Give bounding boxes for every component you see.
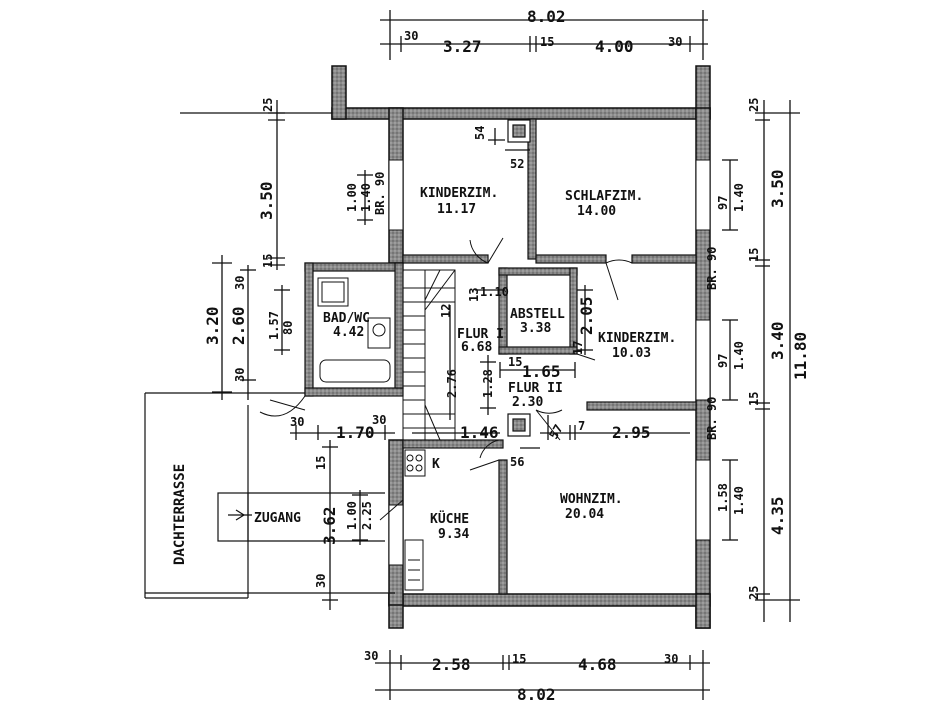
- dim-right-wall2: 15: [747, 392, 761, 406]
- dim-int-30a: 30: [290, 415, 304, 429]
- dim-int-54: 54: [473, 126, 487, 140]
- room-kinderzimmer-2-area: 10.03: [612, 346, 651, 361]
- dim-bottom-total: 8.02: [517, 685, 556, 704]
- dim-top-left-wall: 30: [404, 29, 418, 43]
- dim-left-320: 3.20: [203, 306, 222, 345]
- dim-int-57: 57: [546, 422, 565, 442]
- dim-right-win1-p: 97: [716, 196, 730, 210]
- dim-int-7: 7: [578, 419, 585, 433]
- dim-top-seg1: 3.27: [443, 37, 482, 56]
- room-kinderzimmer-1-area: 11.17: [437, 202, 476, 217]
- dim-right-br1: BR. 90: [705, 247, 719, 290]
- room-flur-2-name: FLUR II: [508, 381, 563, 396]
- dim-right-win3-h: 1.40: [732, 486, 746, 515]
- room-schlafzimmer-area: 14.00: [577, 204, 616, 219]
- dim-left-wall1: 15: [261, 254, 275, 268]
- dim-int-52: 52: [510, 157, 524, 171]
- dimension-lines: [212, 10, 800, 700]
- dim-right-br2: BR. 90: [705, 397, 719, 440]
- room-kueche-name: KÜCHE: [430, 511, 469, 527]
- room-wohnzimmer-area: 20.04: [565, 507, 604, 522]
- room-abstell-name: ABSTELL: [510, 307, 565, 322]
- dim-right-total: 11.80: [791, 332, 810, 380]
- room-kueche-area: 9.34: [438, 527, 469, 542]
- dim-right-seg2: 3.40: [768, 321, 787, 360]
- dim-top-mid-wall: 15: [540, 35, 554, 49]
- room-labels: KINDERZIM. 11.17 SCHLAFZIM. 14.00 BAD/WC…: [172, 186, 676, 565]
- doors: [259, 237, 633, 521]
- room-kinderzimmer-2-name: KINDERZIM.: [598, 331, 676, 346]
- dim-bottom-right-wall: 30: [664, 652, 678, 666]
- room-bad-wc-area: 4.42: [333, 325, 364, 340]
- room-abstell-area: 3.38: [520, 321, 551, 336]
- room-flur-1-area: 6.68: [461, 340, 492, 355]
- room-schlafzimmer-name: SCHLAFZIM.: [565, 189, 643, 204]
- room-wohnzimmer-name: WOHNZIM.: [560, 492, 623, 507]
- dim-right-win2-h: 1.40: [732, 341, 746, 370]
- bath-fixtures: [317, 277, 391, 383]
- dim-left-wall-15c: 15: [314, 456, 328, 470]
- dim-left-seg1: 3.50: [257, 181, 276, 220]
- room-flur-1-name: FLUR I: [457, 327, 504, 342]
- dim-right-win2-p: 97: [716, 354, 730, 368]
- dim-right-bottom-wall: 25: [747, 586, 761, 600]
- room-flur-2-area: 2.30: [512, 395, 543, 410]
- dim-left-362: 3.62: [320, 506, 339, 545]
- windows: [388, 159, 711, 566]
- dim-right-win3-p: 1.58: [716, 483, 730, 512]
- interior-walls: [304, 118, 697, 595]
- dim-int-205: 2.05: [577, 296, 596, 335]
- dachterrasse-label: DACHTERRASSE: [172, 464, 188, 565]
- dim-left-260: 2.60: [229, 306, 248, 345]
- kitchen-k-label: K: [432, 457, 440, 472]
- dimension-texts: 8.02 30 3.27 15 4.00 30 30 2.58 15 4.68 …: [203, 7, 810, 704]
- dim-kinder-window-br: BR. 90: [373, 172, 387, 215]
- staircase: [402, 269, 456, 441]
- dim-right-top-wall: 25: [747, 98, 761, 112]
- dim-bottom-left-wall: 30: [364, 649, 378, 663]
- dim-int-128: 1.28: [481, 369, 495, 398]
- dim-top-total: 8.02: [527, 7, 566, 26]
- dim-int-12: 12: [439, 304, 453, 318]
- dim-int-13: 13: [467, 288, 481, 302]
- dachterrasse-outline: [144, 392, 395, 599]
- dim-bottom-seg1: 2.58: [432, 655, 471, 674]
- dim-top-right-wall: 30: [668, 35, 682, 49]
- dim-door-225: 2.25: [360, 501, 374, 530]
- dim-kinder-window-100: 1.00: [345, 183, 359, 212]
- dim-kinder-window-140: 1.40: [359, 183, 373, 212]
- dim-int-110: 1.10: [480, 285, 509, 299]
- kitchen-fixtures: [404, 449, 426, 591]
- dim-int-17: 17: [571, 341, 585, 355]
- dim-int-146: 1.46: [460, 423, 499, 442]
- zugang-label: ZUGANG: [254, 511, 301, 526]
- dim-right-win1-h: 1.40: [732, 183, 746, 212]
- dim-left-wall-30c: 30: [314, 574, 328, 588]
- dim-int-276: 2.76: [445, 369, 459, 398]
- room-bad-wc-name: BAD/WC: [323, 311, 370, 326]
- dim-int-165: 1.65: [522, 362, 561, 381]
- room-kinderzimmer-1-name: KINDERZIM.: [420, 186, 498, 201]
- dim-door-100: 1.00: [345, 501, 359, 530]
- dim-int-295: 2.95: [612, 423, 651, 442]
- dim-left-30: 30: [233, 276, 247, 290]
- dim-left-157: 1.57: [267, 311, 281, 340]
- dim-left-80: 80: [281, 321, 295, 335]
- dim-right-seg1: 3.50: [768, 169, 787, 208]
- dim-left-top-wall: 25: [261, 98, 275, 112]
- dim-int-30b: 30: [372, 413, 386, 427]
- dim-left-wall-30b: 30: [233, 368, 247, 382]
- dim-int-15: 15: [508, 355, 522, 369]
- dim-bottom-mid-wall: 15: [512, 652, 526, 666]
- dim-top-seg2: 4.00: [595, 37, 634, 56]
- dim-right-wall1: 15: [747, 248, 761, 262]
- dim-right-seg3: 4.35: [768, 496, 787, 535]
- dim-bottom-seg2: 4.68: [578, 655, 617, 674]
- dim-int-170: 1.70: [336, 423, 375, 442]
- dim-int-56: 56: [510, 455, 524, 469]
